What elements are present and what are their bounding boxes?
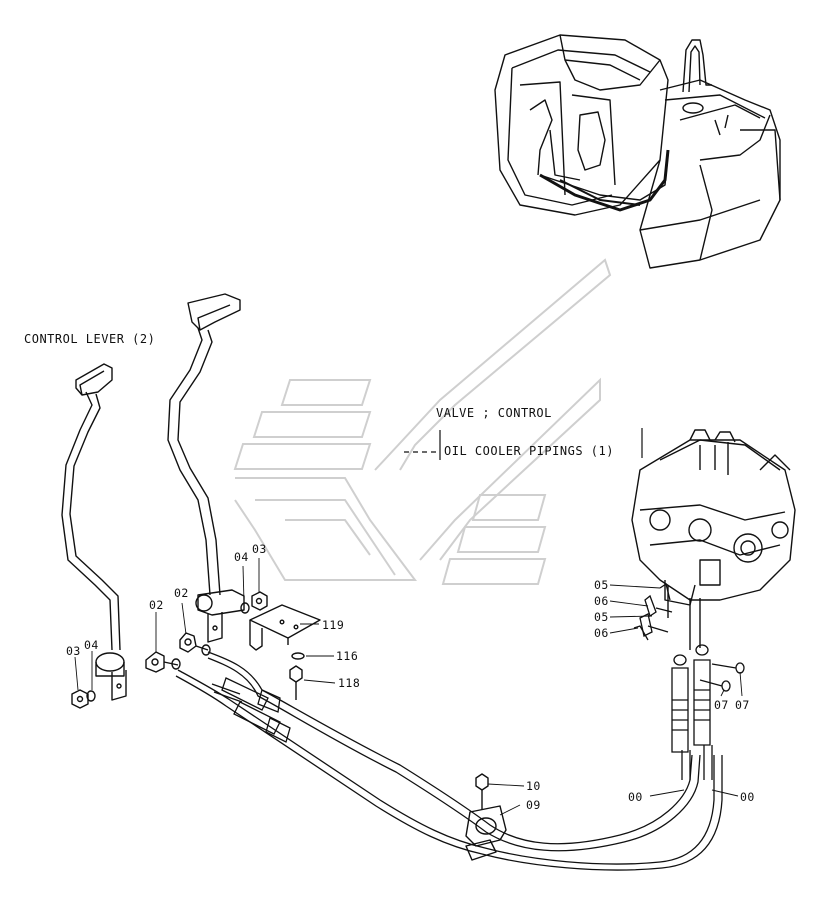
control-valve — [631, 429, 796, 650]
leader-lines — [74, 558, 743, 816]
right-control-lever — [167, 293, 268, 643]
label-brackets — [402, 428, 643, 460]
part-ref-00-left: 00 — [628, 790, 643, 804]
part-ref-07-left: 07 — [714, 698, 729, 712]
control-lever-label: CONTROL LEVER (2) — [24, 332, 156, 346]
part-ref-02-right: 02 — [174, 586, 189, 600]
left-control-lever — [61, 363, 127, 709]
cable-clamp — [465, 773, 507, 861]
part-ref-03-right: 03 — [252, 542, 267, 556]
part-ref-07-right: 07 — [735, 698, 750, 712]
part-ref-04-right: 04 — [234, 550, 249, 564]
part-ref-06-lower: 06 — [594, 626, 609, 640]
excavator-illustration — [494, 34, 781, 269]
part-ref-03-left: 03 — [66, 644, 81, 658]
part-ref-05-upper: 05 — [594, 578, 609, 592]
part-ref-116: 116 — [336, 649, 359, 663]
part-ref-00-right: 00 — [740, 790, 755, 804]
part-ref-05-lower: 05 — [594, 610, 609, 624]
control-cables — [175, 644, 723, 871]
oil-cooler-pipings-label: OIL COOLER PIPINGS (1) — [444, 444, 614, 458]
part-ref-02-left: 02 — [149, 598, 164, 612]
valve-control-label: VALVE ; CONTROL — [436, 406, 552, 420]
part-ref-119: 119 — [322, 618, 345, 632]
part-ref-10: 10 — [526, 779, 541, 793]
part-ref-04-left: 04 — [84, 638, 99, 652]
part-ref-06-upper: 06 — [594, 594, 609, 608]
part-ref-09: 09 — [526, 798, 541, 812]
part-ref-118: 118 — [338, 676, 361, 690]
cable-bracket — [249, 604, 321, 700]
watermark-logo — [233, 258, 612, 585]
